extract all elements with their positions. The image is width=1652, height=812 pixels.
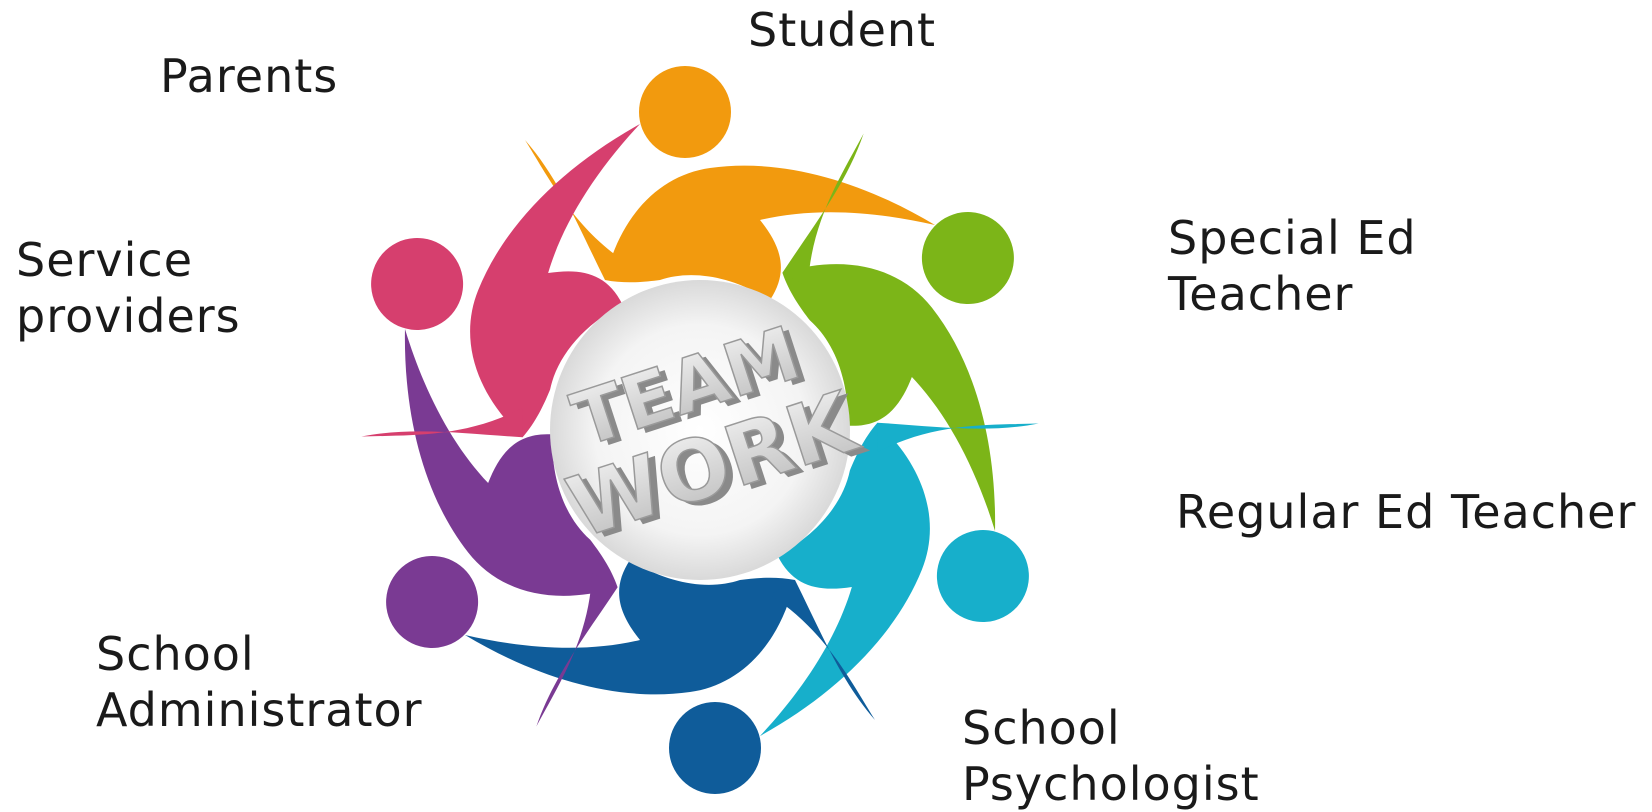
label-school-administrator: School Administrator (96, 627, 423, 737)
person-arm-psych (770, 580, 875, 720)
person-psych (465, 560, 875, 794)
label-special-ed-teacher: Special Ed Teacher (1168, 211, 1417, 321)
label-service-providers: Service providers (16, 233, 241, 343)
person-body-student (605, 165, 935, 300)
person-body-regular (760, 422, 930, 737)
teamwork-text: TEAM TEAM WORK WORK (556, 310, 877, 561)
person-regular (760, 422, 1039, 737)
person-head-service (371, 237, 464, 330)
person-head-special (921, 212, 1014, 305)
person-admin (386, 328, 618, 727)
label-student: Student (748, 3, 937, 57)
label-school-psychologist: School Psychologist (962, 701, 1260, 811)
person-head-admin (386, 555, 479, 648)
person-head-regular (936, 530, 1029, 623)
label-parents: Parents (160, 49, 339, 103)
person-arm-regular (877, 422, 1039, 452)
person-special (782, 133, 1014, 532)
person-arm-student (525, 140, 630, 280)
person-body-special (782, 264, 996, 532)
person-service (361, 123, 640, 438)
person-body-psych (465, 560, 795, 695)
teamwork-circle-graphic: TEAM TEAM WORK WORK (361, 66, 1039, 794)
person-head-student (639, 66, 731, 158)
person-arm-admin (536, 573, 618, 727)
person-student (525, 66, 935, 300)
people-ring (361, 66, 1039, 794)
label-regular-ed-teacher: Regular Ed Teacher (1176, 485, 1637, 539)
person-arm-service (361, 408, 523, 438)
person-head-psych (669, 702, 761, 794)
person-body-admin (404, 328, 618, 596)
center-disc (550, 280, 850, 580)
person-arm-special (782, 133, 864, 287)
person-body-service (470, 123, 640, 438)
